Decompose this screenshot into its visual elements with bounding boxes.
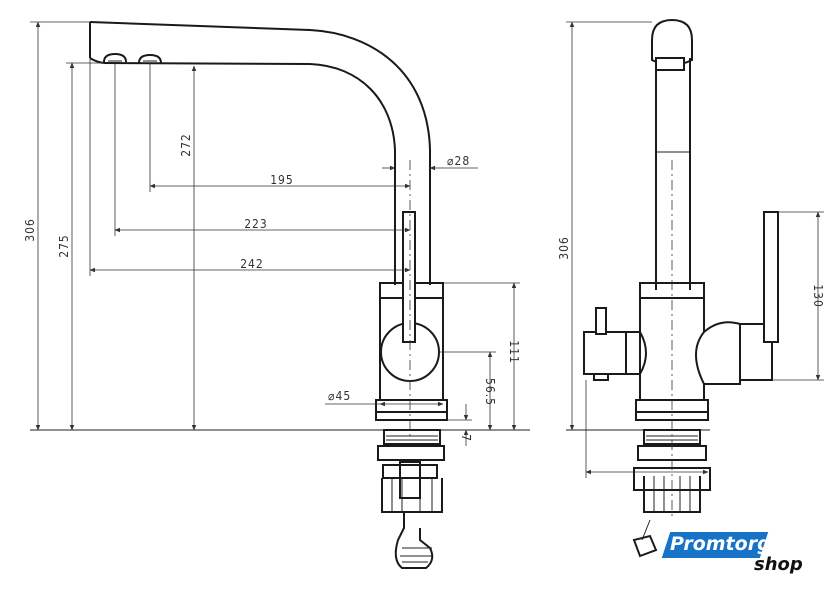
dim-130: 130 [772, 211, 825, 381]
side-view: 306 275 272 195 223 242 [23, 21, 530, 569]
dim-label-d45: ⌀45 [328, 389, 351, 403]
dim-223: 223 [114, 63, 411, 236]
front-body [583, 211, 779, 558]
dim-label-111: 111 [507, 340, 521, 364]
dim-label-56-5: 56.5 [483, 378, 497, 406]
front-view: 306 130 [557, 18, 825, 558]
dim-306-front: 306 [557, 21, 652, 431]
dim-306-side: 306 [23, 21, 90, 431]
dim-front-bottom [585, 380, 709, 478]
logo-text-shop: shop [754, 554, 803, 575]
spout-outline [89, 21, 431, 285]
dim-7: 7 [447, 404, 473, 446]
dim-d28: ⌀28 [382, 154, 478, 171]
dim-label-306-side: 306 [23, 218, 37, 242]
promtorg-shop-logo: Promtorg shop [661, 532, 816, 580]
dim-label-195: 195 [270, 173, 294, 187]
dim-label-130: 130 [811, 284, 825, 308]
dim-label-7: 7 [459, 434, 473, 442]
dim-d45: ⌀45 [325, 389, 444, 407]
dim-56-5: 56.5 [439, 351, 497, 431]
body-outline [375, 211, 448, 569]
dim-272: 272 [179, 65, 197, 431]
dim-111: 111 [443, 282, 521, 431]
dim-275: 275 [57, 62, 104, 431]
dim-label-242: 242 [240, 257, 264, 271]
dim-label-223: 223 [244, 217, 268, 231]
dim-195: 195 [149, 63, 411, 192]
dim-label-275: 275 [57, 234, 71, 258]
dim-label-d28: ⌀28 [447, 154, 470, 168]
dim-242: 242 [89, 58, 411, 276]
dim-label-272: 272 [179, 133, 193, 157]
dim-label-306-front: 306 [557, 236, 571, 260]
logo-text-promtorg: Promtorg [670, 533, 771, 555]
front-spout [651, 18, 693, 290]
